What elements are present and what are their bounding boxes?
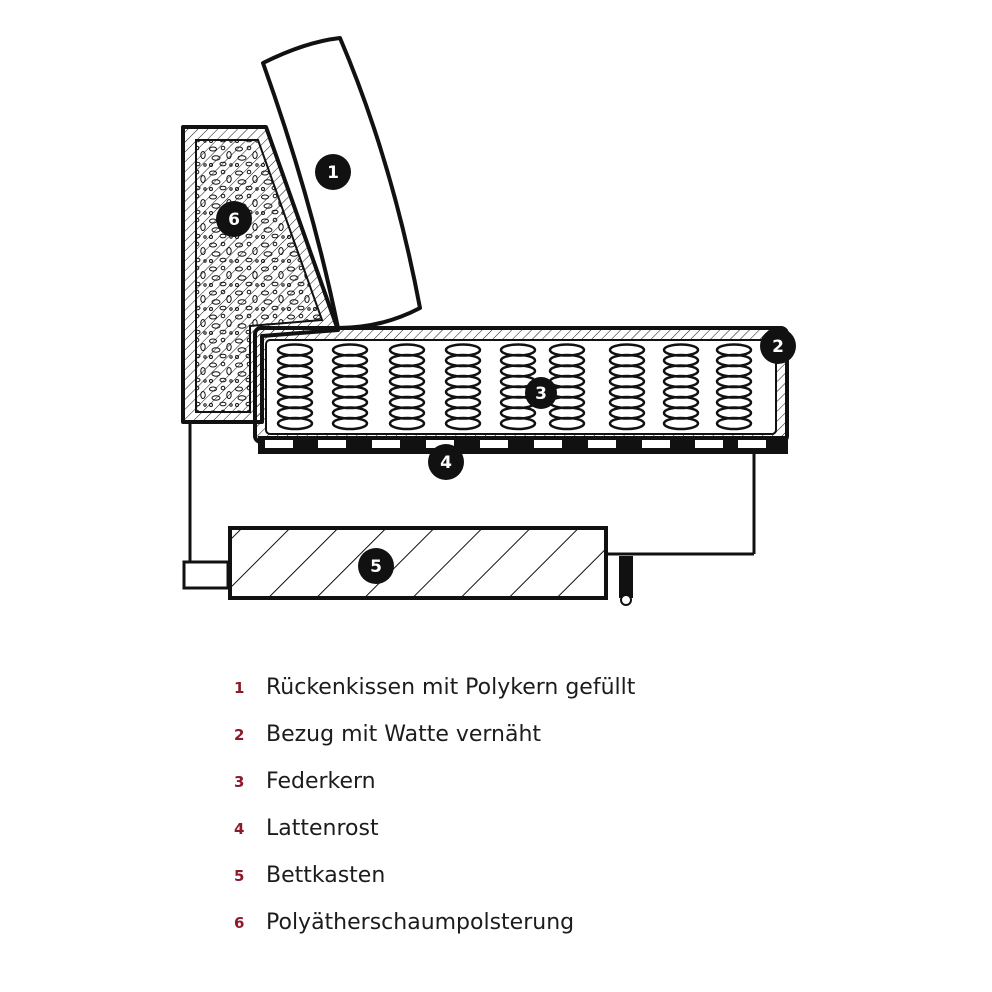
svg-text:3: 3 (535, 384, 547, 404)
legend-number: 1 (234, 678, 245, 697)
legend-item: 2 Bezug mit Watte vernäht (234, 711, 635, 758)
svg-text:4: 4 (440, 453, 452, 473)
legend-item: 3 Federkern (234, 758, 635, 805)
legend-item: 4 Lattenrost (234, 805, 635, 852)
marker-2: 2 (760, 328, 796, 364)
svg-text:6: 6 (228, 210, 240, 230)
legend-label: Rückenkissen mit Polykern gefüllt (266, 675, 636, 700)
legend-number: 3 (234, 772, 245, 791)
small-leg (619, 556, 633, 598)
legend-label: Federkern (266, 769, 376, 794)
bed-box (228, 526, 608, 600)
legend-item: 5 Bettkasten (234, 852, 635, 899)
marker-4: 4 (428, 444, 464, 480)
frame-lines (182, 422, 756, 590)
legend-number: 6 (234, 913, 245, 932)
legend-label: Bezug mit Watte vernäht (266, 722, 542, 747)
seat-cushion (253, 326, 789, 444)
marker-5: 5 (358, 548, 394, 584)
sofa-cross-section-diagram: 1 2 3 4 5 6 (181, 36, 796, 606)
legend-item: 1 Rückenkissen mit Polykern gefüllt (234, 664, 635, 711)
legend-label: Bettkasten (266, 863, 386, 888)
legend-label: Lattenrost (266, 816, 379, 841)
legend-item: 6 Polyätherschaumpolsterung (234, 899, 635, 946)
legend-label: Polyätherschaumpolsterung (266, 910, 575, 935)
slatted-frame (258, 436, 788, 454)
marker-1: 1 (315, 154, 351, 190)
marker-3: 3 (525, 377, 557, 409)
legend-number: 2 (234, 725, 245, 744)
svg-text:5: 5 (370, 557, 382, 577)
legend-number: 4 (234, 819, 245, 838)
spring-core (276, 343, 753, 431)
legend-number: 5 (234, 866, 245, 885)
svg-text:1: 1 (327, 163, 339, 183)
legend: 1 Rückenkissen mit Polykern gefüllt 2 Be… (234, 664, 635, 946)
marker-6: 6 (216, 201, 252, 237)
svg-text:2: 2 (772, 337, 784, 357)
